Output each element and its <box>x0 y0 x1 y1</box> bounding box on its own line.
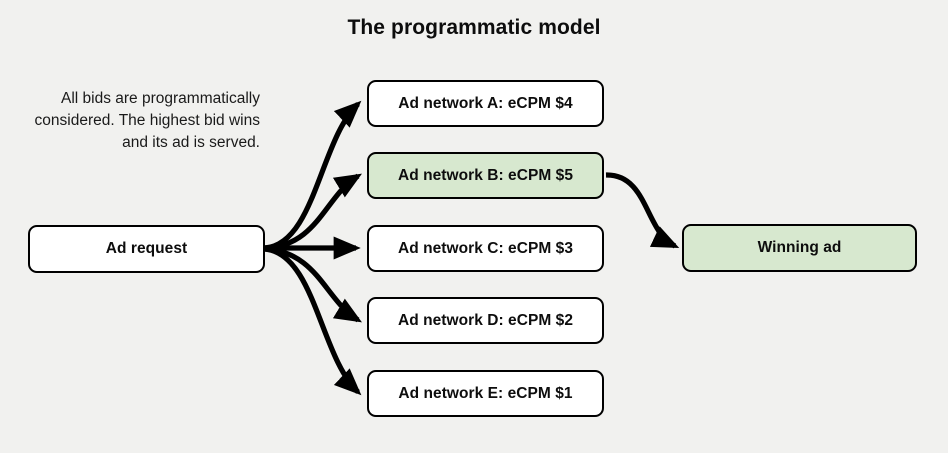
node-network-d-label: Ad network D: eCPM $2 <box>397 311 574 329</box>
node-network-c-label: Ad network C: eCPM $3 <box>397 239 574 257</box>
node-winning-ad-label: Winning ad <box>757 239 842 256</box>
page-title: The programmatic model <box>347 16 601 39</box>
node-network-e-label: Ad network E: eCPM $1 <box>398 384 573 402</box>
arrow-ad-request-to-network-d <box>264 246 362 323</box>
node-network-a-label: Ad network A: eCPM $4 <box>398 94 573 112</box>
node-ad-request-label: Ad request <box>105 240 188 257</box>
arrow-ad-request-to-network-b <box>264 173 362 251</box>
arrow-ad-request-to-network-a <box>264 100 362 251</box>
node-network-e[interactable]: Ad network E: eCPM $1 <box>367 370 604 417</box>
node-network-a[interactable]: Ad network A: eCPM $4 <box>367 80 604 127</box>
node-winning-ad[interactable]: Winning ad <box>682 224 917 272</box>
arrow-ad-request-to-network-e <box>264 246 362 396</box>
node-network-b[interactable]: Ad network B: eCPM $5 <box>367 152 604 199</box>
node-ad-request[interactable]: Ad request <box>28 225 265 273</box>
arrow-network-b-to-winning-ad <box>605 172 680 249</box>
node-network-b-label: Ad network B: eCPM $5 <box>397 166 574 184</box>
explanatory-caption: All bids are programmatically considered… <box>34 90 260 151</box>
node-network-d[interactable]: Ad network D: eCPM $2 <box>367 297 604 344</box>
node-network-c[interactable]: Ad network C: eCPM $3 <box>367 225 604 272</box>
